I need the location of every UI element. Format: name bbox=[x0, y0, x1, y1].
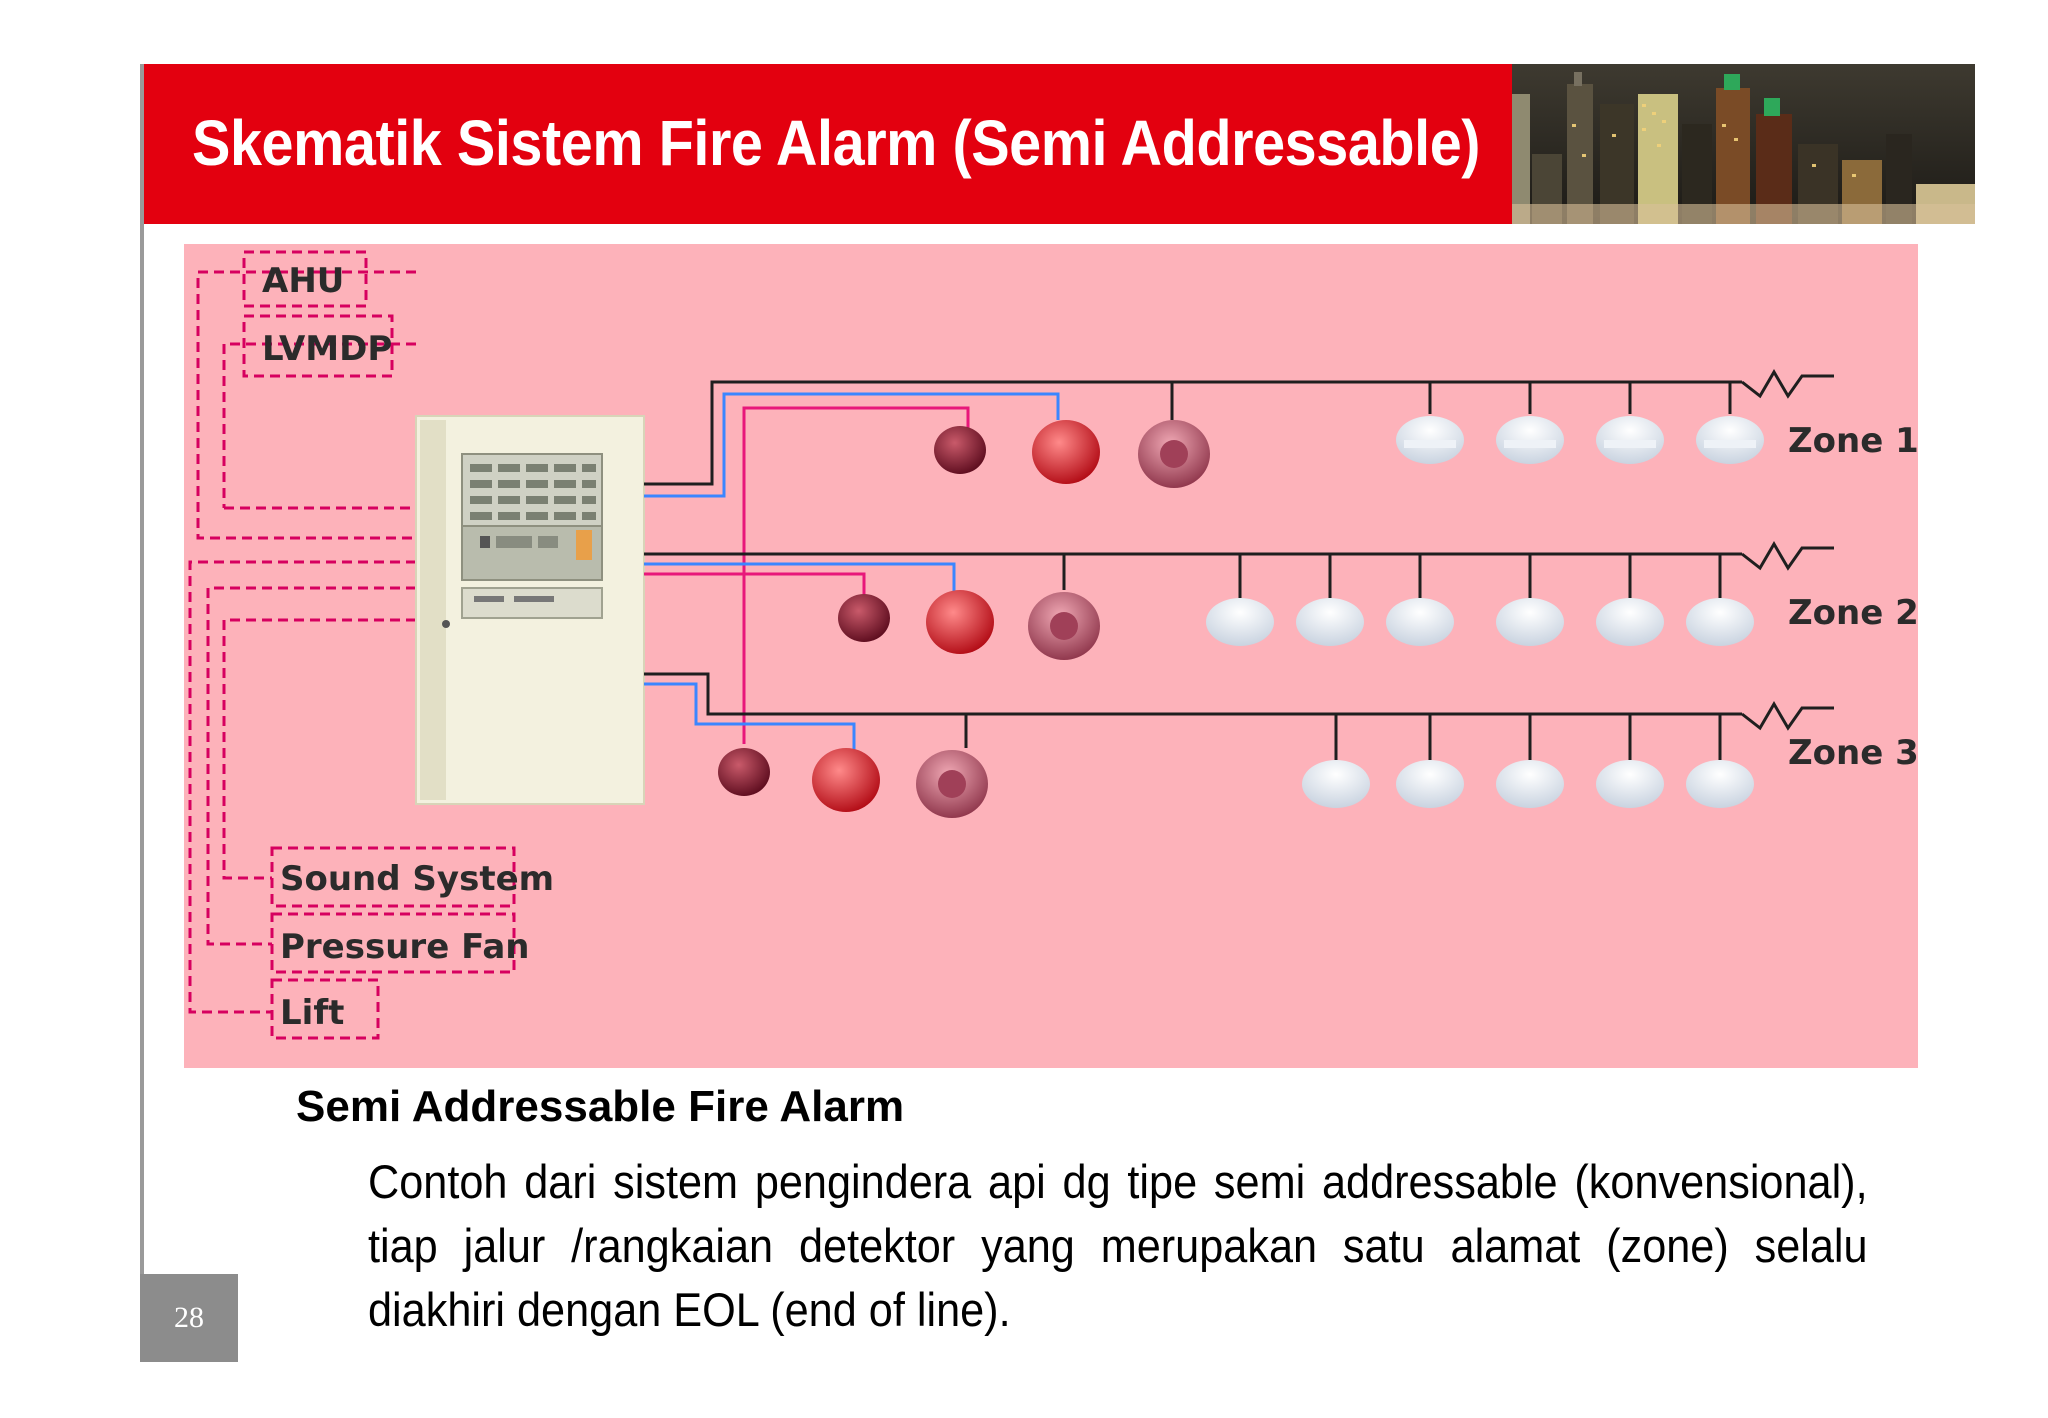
zone-label-3: Zone 3 bbox=[1788, 733, 1918, 773]
zone2-detectors bbox=[1206, 598, 1754, 646]
zone3-sounders bbox=[718, 748, 988, 818]
smoke-detector-icon bbox=[1496, 598, 1564, 646]
smoke-detector-icon bbox=[1496, 760, 1564, 808]
smoke-detector-icon bbox=[1206, 598, 1274, 646]
title-banner: Skematik Sistem Fire Alarm (Semi Address… bbox=[144, 64, 1512, 224]
alarm-bell-icon bbox=[1032, 420, 1100, 484]
smoke-detector-icon bbox=[1686, 760, 1754, 808]
aux-output-links bbox=[188, 270, 416, 1014]
zone1-sounders bbox=[934, 420, 1210, 488]
smoke-detector-icon bbox=[1596, 416, 1664, 464]
aux-box-sound-system: Sound System bbox=[270, 846, 554, 908]
zone-label-1: Zone 1 bbox=[1788, 421, 1918, 461]
smoke-detector-icon bbox=[1296, 598, 1364, 646]
aux-box-lift: Lift bbox=[270, 978, 380, 1040]
smoke-detector-icon bbox=[1686, 598, 1754, 646]
aux-box-ahu: AHU bbox=[242, 250, 368, 308]
fire-alarm-control-panel bbox=[415, 415, 645, 805]
fire-alarm-schematic: AHU LVMDP Sound System Pressure Fan Lift bbox=[184, 244, 1918, 1068]
strobe-bell-icon bbox=[934, 426, 986, 474]
aux-box-pressure-fan: Pressure Fan bbox=[270, 912, 529, 974]
page-number: 28 bbox=[174, 1301, 204, 1334]
smoke-detector-icon bbox=[1396, 760, 1464, 808]
caption-heading: Semi Addressable Fire Alarm bbox=[296, 1082, 905, 1131]
aux-label-ahu: AHU bbox=[262, 261, 344, 301]
zone-wiring bbox=[644, 369, 1834, 754]
detector-drops bbox=[964, 382, 1732, 760]
smoke-detector-icon bbox=[1596, 760, 1664, 808]
smoke-detector-icon bbox=[1696, 416, 1764, 464]
aux-box-lvmdp: LVMDP bbox=[242, 314, 394, 378]
zone-label-2: Zone 2 bbox=[1788, 593, 1918, 633]
slide-title: Skematik Sistem Fire Alarm (Semi Address… bbox=[192, 107, 1481, 179]
zone2-sounders bbox=[838, 590, 1100, 660]
zone1-detectors bbox=[1396, 416, 1764, 464]
smoke-detector-icon bbox=[1396, 416, 1464, 464]
strobe-bell-icon bbox=[718, 748, 770, 796]
alarm-bell-icon bbox=[926, 590, 994, 654]
smoke-detector-icon bbox=[1596, 598, 1664, 646]
smoke-detector-icon bbox=[1302, 760, 1370, 808]
aux-label-lift: Lift bbox=[280, 993, 344, 1033]
city-skyline-photo bbox=[1512, 64, 1975, 224]
slide-left-rule bbox=[140, 64, 144, 1276]
aux-label-sound-system: Sound System bbox=[280, 859, 554, 899]
aux-label-lvmdp: LVMDP bbox=[262, 329, 392, 369]
aux-label-pressure-fan: Pressure Fan bbox=[280, 927, 529, 967]
smoke-detector-icon bbox=[1386, 598, 1454, 646]
strobe-bell-icon bbox=[838, 594, 890, 642]
smoke-detector-icon bbox=[1496, 416, 1564, 464]
caption-body-text: Contoh dari sistem pengindera api dg tip… bbox=[368, 1155, 1868, 1336]
alarm-bell-icon bbox=[812, 748, 880, 812]
zone3-detectors bbox=[1302, 760, 1754, 808]
page-number-badge: 28 bbox=[140, 1274, 238, 1362]
